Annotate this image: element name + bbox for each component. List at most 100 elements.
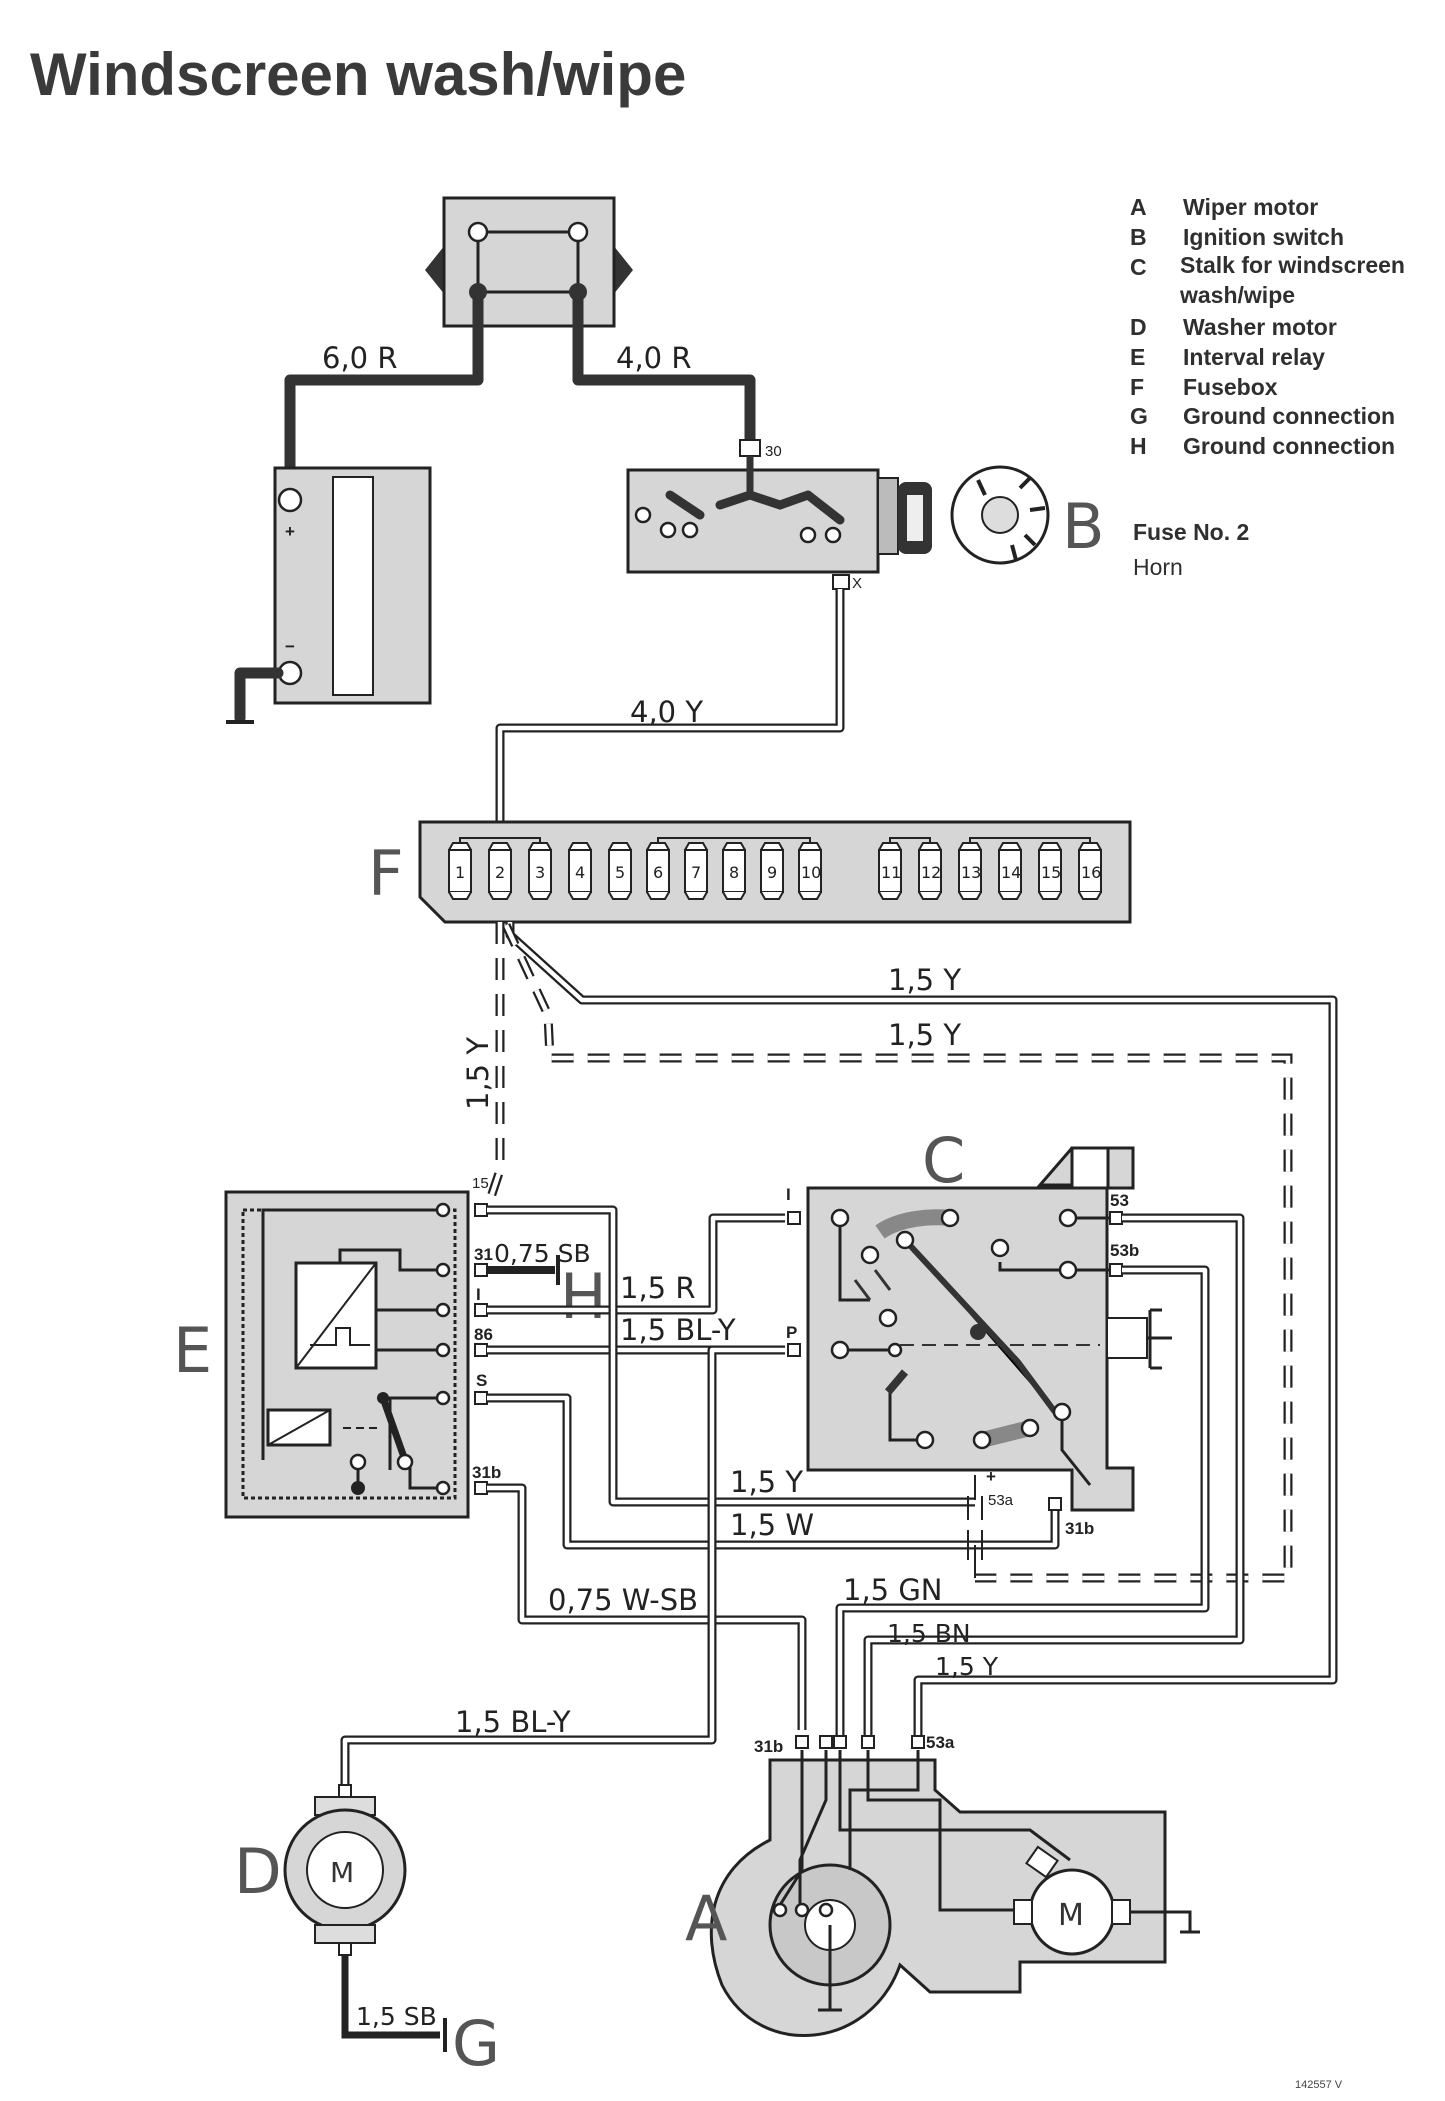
legend-key-a: A [1130, 194, 1147, 220]
fuse-cap [798, 842, 822, 851]
stalk-pivot [970, 1324, 986, 1340]
relay-terminal-31b [474, 1481, 488, 1495]
battery-minus-sign: − [285, 637, 295, 656]
relay-terminal-i [474, 1303, 488, 1317]
stalk-label-31b: 31b [1065, 1519, 1094, 1538]
relay-terminal-15 [474, 1203, 488, 1217]
fuse-cap [448, 842, 472, 851]
fuse-number: 2 [495, 863, 505, 882]
legend-key-d: D [1130, 314, 1147, 340]
stalk-node [895, 1230, 915, 1250]
fuse-note-label: Fuse No. 2 [1133, 519, 1249, 545]
wire-label-ign-feed: 4,0 R [616, 341, 692, 375]
ignition-node [634, 506, 652, 524]
stalk-node [990, 1238, 1010, 1258]
stalk-lever [1147, 1308, 1172, 1370]
stalk-label-53b: 53b [1110, 1241, 1139, 1260]
motor-terminal-53a [911, 1735, 925, 1749]
legend-text-h: Ground connection [1183, 433, 1395, 459]
ignition-label-30: 30 [765, 443, 782, 460]
fuse-number: 1 [455, 863, 465, 882]
relay-node [435, 1480, 451, 1496]
fuse-2: 2 [488, 842, 512, 900]
fuse-cap [760, 842, 784, 851]
motor-terminal [833, 1735, 847, 1749]
fuse-cap [1038, 842, 1062, 851]
relay-node [435, 1390, 451, 1406]
washer-motor-symbol: M [330, 1856, 354, 1889]
ignition-node [659, 521, 677, 539]
relay-switch-arm [379, 1396, 409, 1462]
wiper-stalk: I P 53 53b [786, 1146, 1172, 1512]
fuse-cap [1078, 891, 1102, 900]
reference-code: 142557 V [1295, 2079, 1343, 2091]
legend-key-g: G [1130, 403, 1148, 429]
relay-terminal-31 [474, 1263, 488, 1277]
fuse-bridge [459, 837, 541, 843]
stalk-wire [838, 1218, 870, 1302]
legend-text-b: Ignition switch [1183, 224, 1344, 250]
label-c: C [922, 1124, 965, 1197]
wire-washer-feed [342, 1347, 785, 1785]
relay-terminal-s [474, 1391, 488, 1405]
fuse-cap [684, 891, 708, 900]
wire-label-washer-ground: 1,5 SB [356, 2002, 437, 2031]
fuse-3: 3 [528, 842, 552, 900]
ignition-label-x: X [852, 575, 862, 592]
wire-relay-to-stalk-r [487, 1215, 785, 1313]
stalk-body [806, 1146, 1135, 1512]
fuse-cap [1038, 891, 1062, 900]
stalk-node [1058, 1260, 1078, 1280]
label-a: A [685, 1882, 727, 1955]
motor-wire [778, 1750, 804, 1906]
ignition-key-slot [907, 495, 923, 541]
legend-text-g: Ground connection [1183, 403, 1395, 429]
label-h: H [560, 1260, 607, 1333]
washer-motor: M [283, 1784, 447, 2052]
battery-window [332, 476, 374, 696]
fuse-number: 15 [1041, 863, 1061, 882]
legend: A Wiper motor B Ignition switch C Stalk … [1130, 194, 1405, 459]
label-b: B [1062, 490, 1105, 563]
stalk-node [887, 1342, 903, 1358]
stalk-node [1058, 1208, 1078, 1228]
wire-label-fuse-y-lower: 1,5 Y [888, 1018, 961, 1052]
legend-key-b: B [1130, 224, 1147, 250]
wire-motor-gn [837, 1267, 1208, 1735]
fuse-9: 9 [760, 842, 784, 900]
fuse-cap [1078, 842, 1102, 851]
legend-text-e: Interval relay [1183, 344, 1325, 370]
motor-ground [1130, 1910, 1200, 1934]
wire-label-to-motor-w: 1,5 W [730, 1508, 814, 1542]
washer-terminal [338, 1784, 352, 1798]
wire-label-relay-ground: 0,75 SB [494, 1239, 591, 1268]
stalk-node [1052, 1402, 1072, 1422]
relay-node [435, 1342, 451, 1358]
stalk-lever-mount [1106, 1317, 1148, 1359]
relay-node [377, 1392, 389, 1404]
fuse-cap [684, 842, 708, 851]
fuse-13: 13 [958, 842, 982, 900]
fuse-number: 4 [575, 863, 585, 882]
wire-label-battery-pos: 6,0 R [322, 341, 398, 375]
stalk-wire [888, 1390, 925, 1442]
fuse-number: 13 [961, 863, 981, 882]
stalk-wire [998, 1262, 1068, 1272]
fuse-16: 16 [1078, 842, 1102, 900]
legend-text-a: Wiper motor [1183, 194, 1318, 220]
legend-key-c: C [1130, 254, 1147, 280]
stalk-label-plus: + [986, 1467, 996, 1486]
stalk-label-i: I [786, 1185, 791, 1204]
interval-relay: 15 31 I 86 S 31b [224, 1175, 501, 1519]
stalk-label-53: 53 [1110, 1191, 1129, 1210]
fuse-cap [760, 891, 784, 900]
stalk-detail [853, 1269, 892, 1301]
fuse-15: 15 [1038, 842, 1062, 900]
wire-relay-to-motor [487, 1485, 805, 1730]
relay-label-31b: 31b [472, 1463, 501, 1482]
wire-label-relay-to-motor: 0,75 W-SB [548, 1583, 698, 1617]
fuse-7: 7 [684, 842, 708, 900]
ignition-lock-collar [877, 477, 899, 555]
relay-terminal-86 [474, 1343, 488, 1357]
